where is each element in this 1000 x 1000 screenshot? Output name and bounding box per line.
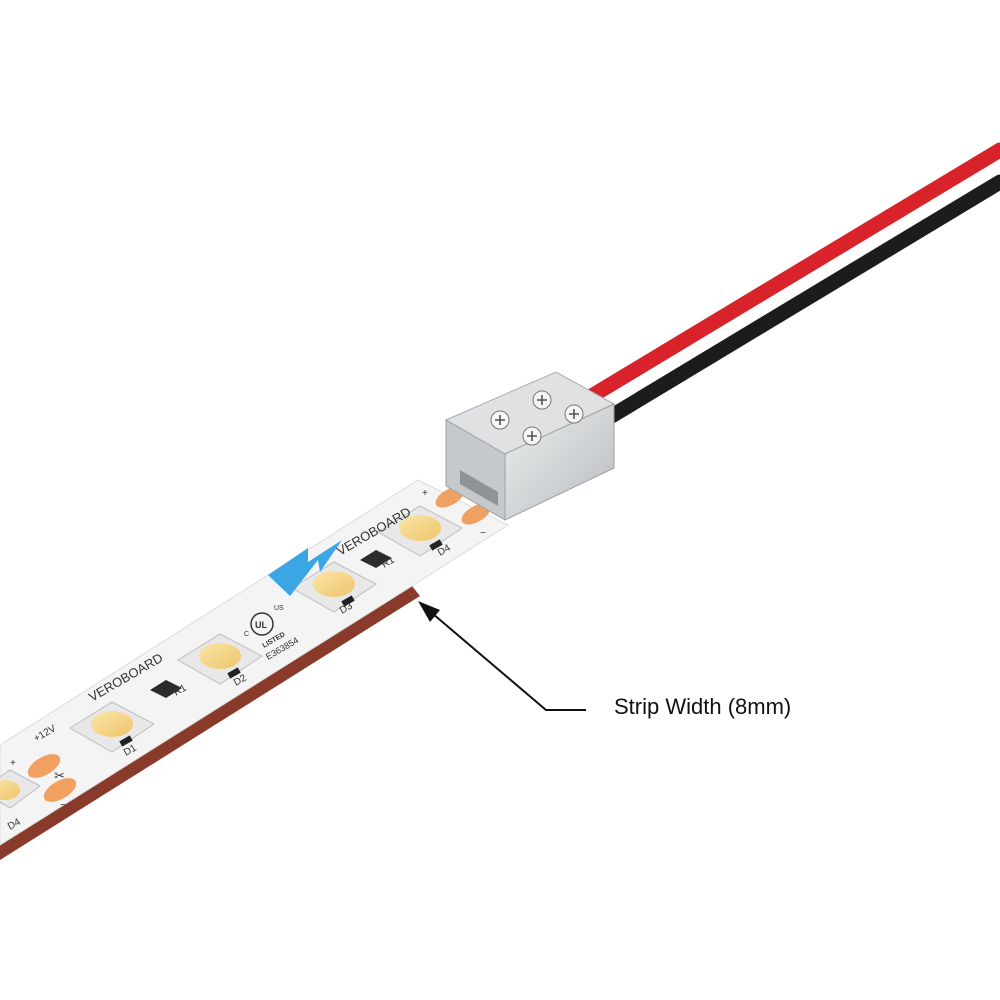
scissors-icon: ✂ bbox=[54, 768, 65, 783]
led-chip bbox=[177, 633, 263, 685]
strip-width-callout: Strip Width (8mm) bbox=[614, 694, 792, 719]
plus-label: + bbox=[10, 758, 16, 769]
solder-pad bbox=[27, 754, 61, 778]
led-chip bbox=[69, 701, 155, 753]
connector-screw bbox=[532, 390, 552, 410]
minus-label: − bbox=[60, 800, 66, 811]
connector-screw bbox=[564, 404, 584, 424]
led-strip: 131 VEROBOARD VEROBOARD R1 R1 D4 D3 D2 D… bbox=[0, 479, 510, 860]
callout-leader bbox=[418, 601, 586, 711]
resistor bbox=[150, 680, 182, 698]
plus-label: + bbox=[422, 488, 428, 499]
black-wire bbox=[597, 174, 1000, 428]
solder-pad bbox=[461, 503, 491, 525]
connector-slot bbox=[460, 470, 498, 506]
ul-us-text: US bbox=[274, 605, 284, 612]
red-wire bbox=[577, 142, 1000, 408]
ul-c-text: C bbox=[244, 631, 249, 638]
resistor: 131 bbox=[360, 550, 392, 568]
minus-label: − bbox=[92, 784, 98, 795]
power-wires bbox=[577, 142, 1000, 428]
led-chip bbox=[0, 769, 41, 809]
insertion-arrow-icon bbox=[268, 540, 342, 596]
strip-edge bbox=[0, 586, 420, 860]
minus-label: − bbox=[480, 528, 486, 539]
connector-screw bbox=[522, 426, 542, 446]
callout-arrowhead bbox=[418, 601, 440, 622]
solder-pad bbox=[43, 778, 77, 802]
resistor-code: 131 bbox=[366, 555, 380, 567]
strip-surface bbox=[0, 479, 510, 846]
ul-mark-text: UL bbox=[255, 620, 267, 630]
led-chip bbox=[377, 505, 463, 557]
strip-connector bbox=[444, 371, 616, 521]
connector-screw bbox=[490, 410, 510, 430]
